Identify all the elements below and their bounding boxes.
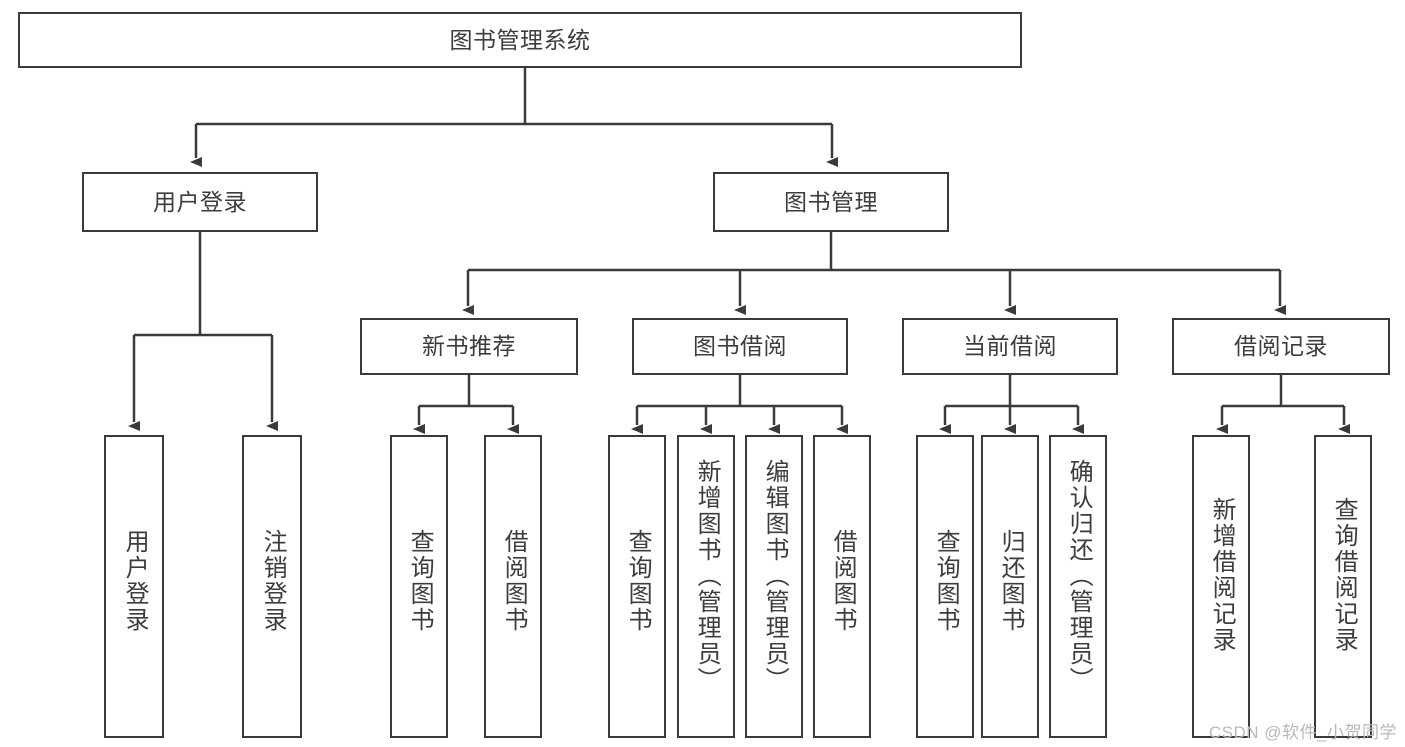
- node-leaf-add-borrow-record[interactable]: 新增借阅记录: [1192, 435, 1250, 738]
- node-root-system[interactable]: 图书管理系统: [18, 12, 1022, 68]
- node-leaf-query-books-new[interactable]: 查询图书: [390, 435, 448, 738]
- node-label: 新增图书（管理员）: [693, 459, 721, 693]
- node-leaf-logout[interactable]: 注销登录: [242, 435, 302, 738]
- node-label: 新书推荐: [422, 333, 516, 360]
- node-label: 当前借阅: [963, 333, 1057, 360]
- node-leaf-confirm-return-admin[interactable]: 确认归还（管理员）: [1049, 435, 1107, 738]
- node-leaf-return-books[interactable]: 归还图书: [981, 435, 1039, 738]
- node-leaf-borrow-books-new[interactable]: 借阅图书: [484, 435, 542, 738]
- node-borrowing-records[interactable]: 借阅记录: [1172, 318, 1390, 375]
- node-label: 借阅图书: [829, 529, 857, 633]
- node-leaf-edit-book-admin[interactable]: 编辑图书（管理员）: [745, 435, 803, 738]
- node-leaf-borrow-books-borrow[interactable]: 借阅图书: [813, 435, 871, 738]
- node-leaf-user-login[interactable]: 用户登录: [104, 435, 164, 738]
- node-label: 借阅图书: [500, 529, 528, 633]
- node-book-borrowing[interactable]: 图书借阅: [632, 318, 848, 375]
- node-label: 查询图书: [624, 529, 652, 633]
- node-label: 归还图书: [997, 529, 1025, 633]
- node-label: 查询图书: [406, 529, 434, 633]
- node-current-borrowing[interactable]: 当前借阅: [902, 318, 1118, 375]
- node-label: 编辑图书（管理员）: [761, 459, 789, 693]
- node-leaf-query-borrow-record[interactable]: 查询借阅记录: [1314, 435, 1372, 738]
- node-label: 图书借阅: [693, 333, 787, 360]
- node-user-login[interactable]: 用户登录: [82, 172, 318, 232]
- node-label: 用户登录: [121, 529, 149, 633]
- node-label: 查询图书: [932, 529, 960, 633]
- node-new-book-recommendation[interactable]: 新书推荐: [360, 318, 578, 375]
- node-label: 确认归还（管理员）: [1065, 459, 1093, 693]
- node-label: 新增借阅记录: [1208, 497, 1236, 653]
- node-book-management[interactable]: 图书管理: [713, 172, 949, 232]
- node-label: 用户登录: [153, 188, 247, 215]
- node-leaf-query-books-borrow[interactable]: 查询图书: [608, 435, 666, 738]
- node-leaf-add-book-admin[interactable]: 新增图书（管理员）: [677, 435, 735, 738]
- node-label: 查询借阅记录: [1330, 497, 1358, 653]
- node-label: 注销登录: [259, 529, 287, 633]
- node-label: 图书管理: [784, 188, 878, 215]
- node-leaf-query-books-current[interactable]: 查询图书: [916, 435, 974, 738]
- node-label: 借阅记录: [1234, 333, 1328, 360]
- csdn-watermark: CSDN @软件_小贺同学: [1208, 723, 1397, 742]
- node-label: 图书管理系统: [449, 26, 591, 53]
